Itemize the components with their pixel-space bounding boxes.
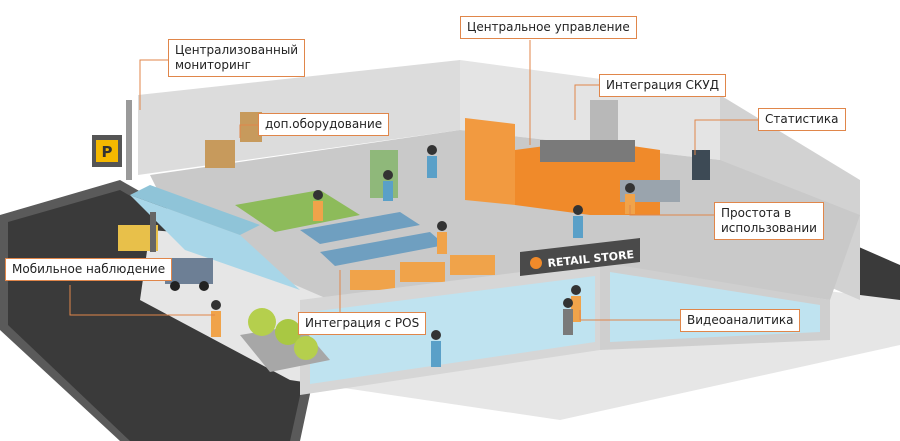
storage-boxes bbox=[205, 140, 235, 168]
callout-extra-equipment-text: доп.оборудование bbox=[265, 117, 383, 131]
tree bbox=[275, 319, 301, 345]
leader-mobile-monitoring bbox=[69, 285, 215, 316]
callout-central-monitoring-line1: Централизованный bbox=[175, 43, 299, 57]
callout-video-analytics-text: Видеоаналитика bbox=[687, 313, 794, 327]
callout-central-management-text: Центральное управление bbox=[467, 20, 630, 34]
shelf-row bbox=[320, 232, 445, 266]
tree bbox=[294, 336, 318, 360]
vehicle bbox=[165, 258, 213, 284]
server-rack bbox=[590, 100, 618, 140]
callout-extra-equipment: доп.оборудование bbox=[258, 113, 390, 136]
storage-boxes bbox=[240, 112, 262, 142]
leader-ease-of-use bbox=[629, 205, 715, 216]
callout-central-monitoring: Централизованный мониторинг bbox=[168, 39, 306, 77]
vehicle-wheel bbox=[199, 281, 209, 291]
vehicle-wheel bbox=[170, 281, 180, 291]
parking-pole bbox=[126, 100, 132, 180]
callout-ease-of-use-line2: использовании bbox=[721, 221, 817, 235]
callout-pos-integration: Интеграция с POS bbox=[298, 312, 427, 335]
pos-counter bbox=[350, 270, 395, 290]
callout-video-analytics: Видеоаналитика bbox=[680, 309, 801, 332]
produce-shelves bbox=[235, 190, 360, 232]
leader-access-control bbox=[574, 84, 600, 120]
callout-statistics: Статистика bbox=[758, 108, 846, 131]
callout-mobile-monitoring: Мобильное наблюдение bbox=[5, 258, 173, 281]
shelf-row bbox=[300, 212, 420, 244]
callout-central-monitoring-line2: мониторинг bbox=[175, 58, 251, 72]
pos-counter bbox=[450, 255, 495, 275]
store-sign-logo bbox=[530, 257, 542, 269]
parking-sign-letter: P bbox=[102, 143, 113, 161]
leader-statistics bbox=[694, 119, 760, 155]
callout-pos-integration-text: Интеграция с POS bbox=[305, 316, 420, 330]
callout-access-control-text: Интеграция СКУД bbox=[606, 78, 720, 92]
leader-video-analytics bbox=[579, 310, 680, 321]
canopy bbox=[130, 195, 300, 290]
front-glass bbox=[310, 276, 595, 384]
callout-central-management: Центральное управление bbox=[460, 16, 637, 39]
callout-statistics-text: Статистика bbox=[765, 112, 839, 126]
forklift-mast bbox=[150, 212, 156, 252]
callout-access-control: Интеграция СКУД bbox=[599, 74, 727, 97]
pos-counter bbox=[400, 262, 445, 282]
tree bbox=[248, 308, 276, 336]
wall-monitor bbox=[692, 150, 710, 180]
callout-mobile-monitoring-text: Мобильное наблюдение bbox=[12, 262, 166, 276]
callout-ease-of-use: Простота в использовании bbox=[714, 202, 824, 240]
canopy-edge bbox=[130, 185, 260, 235]
callout-ease-of-use-line1: Простота в bbox=[721, 206, 792, 220]
office-orange-side bbox=[465, 118, 515, 205]
leader-central-monitoring bbox=[139, 59, 170, 110]
parking-sign-icon bbox=[96, 140, 118, 162]
leader-extra-equipment bbox=[239, 124, 258, 138]
people bbox=[211, 145, 635, 367]
control-desk bbox=[540, 140, 635, 162]
store-sign-board bbox=[520, 238, 640, 276]
